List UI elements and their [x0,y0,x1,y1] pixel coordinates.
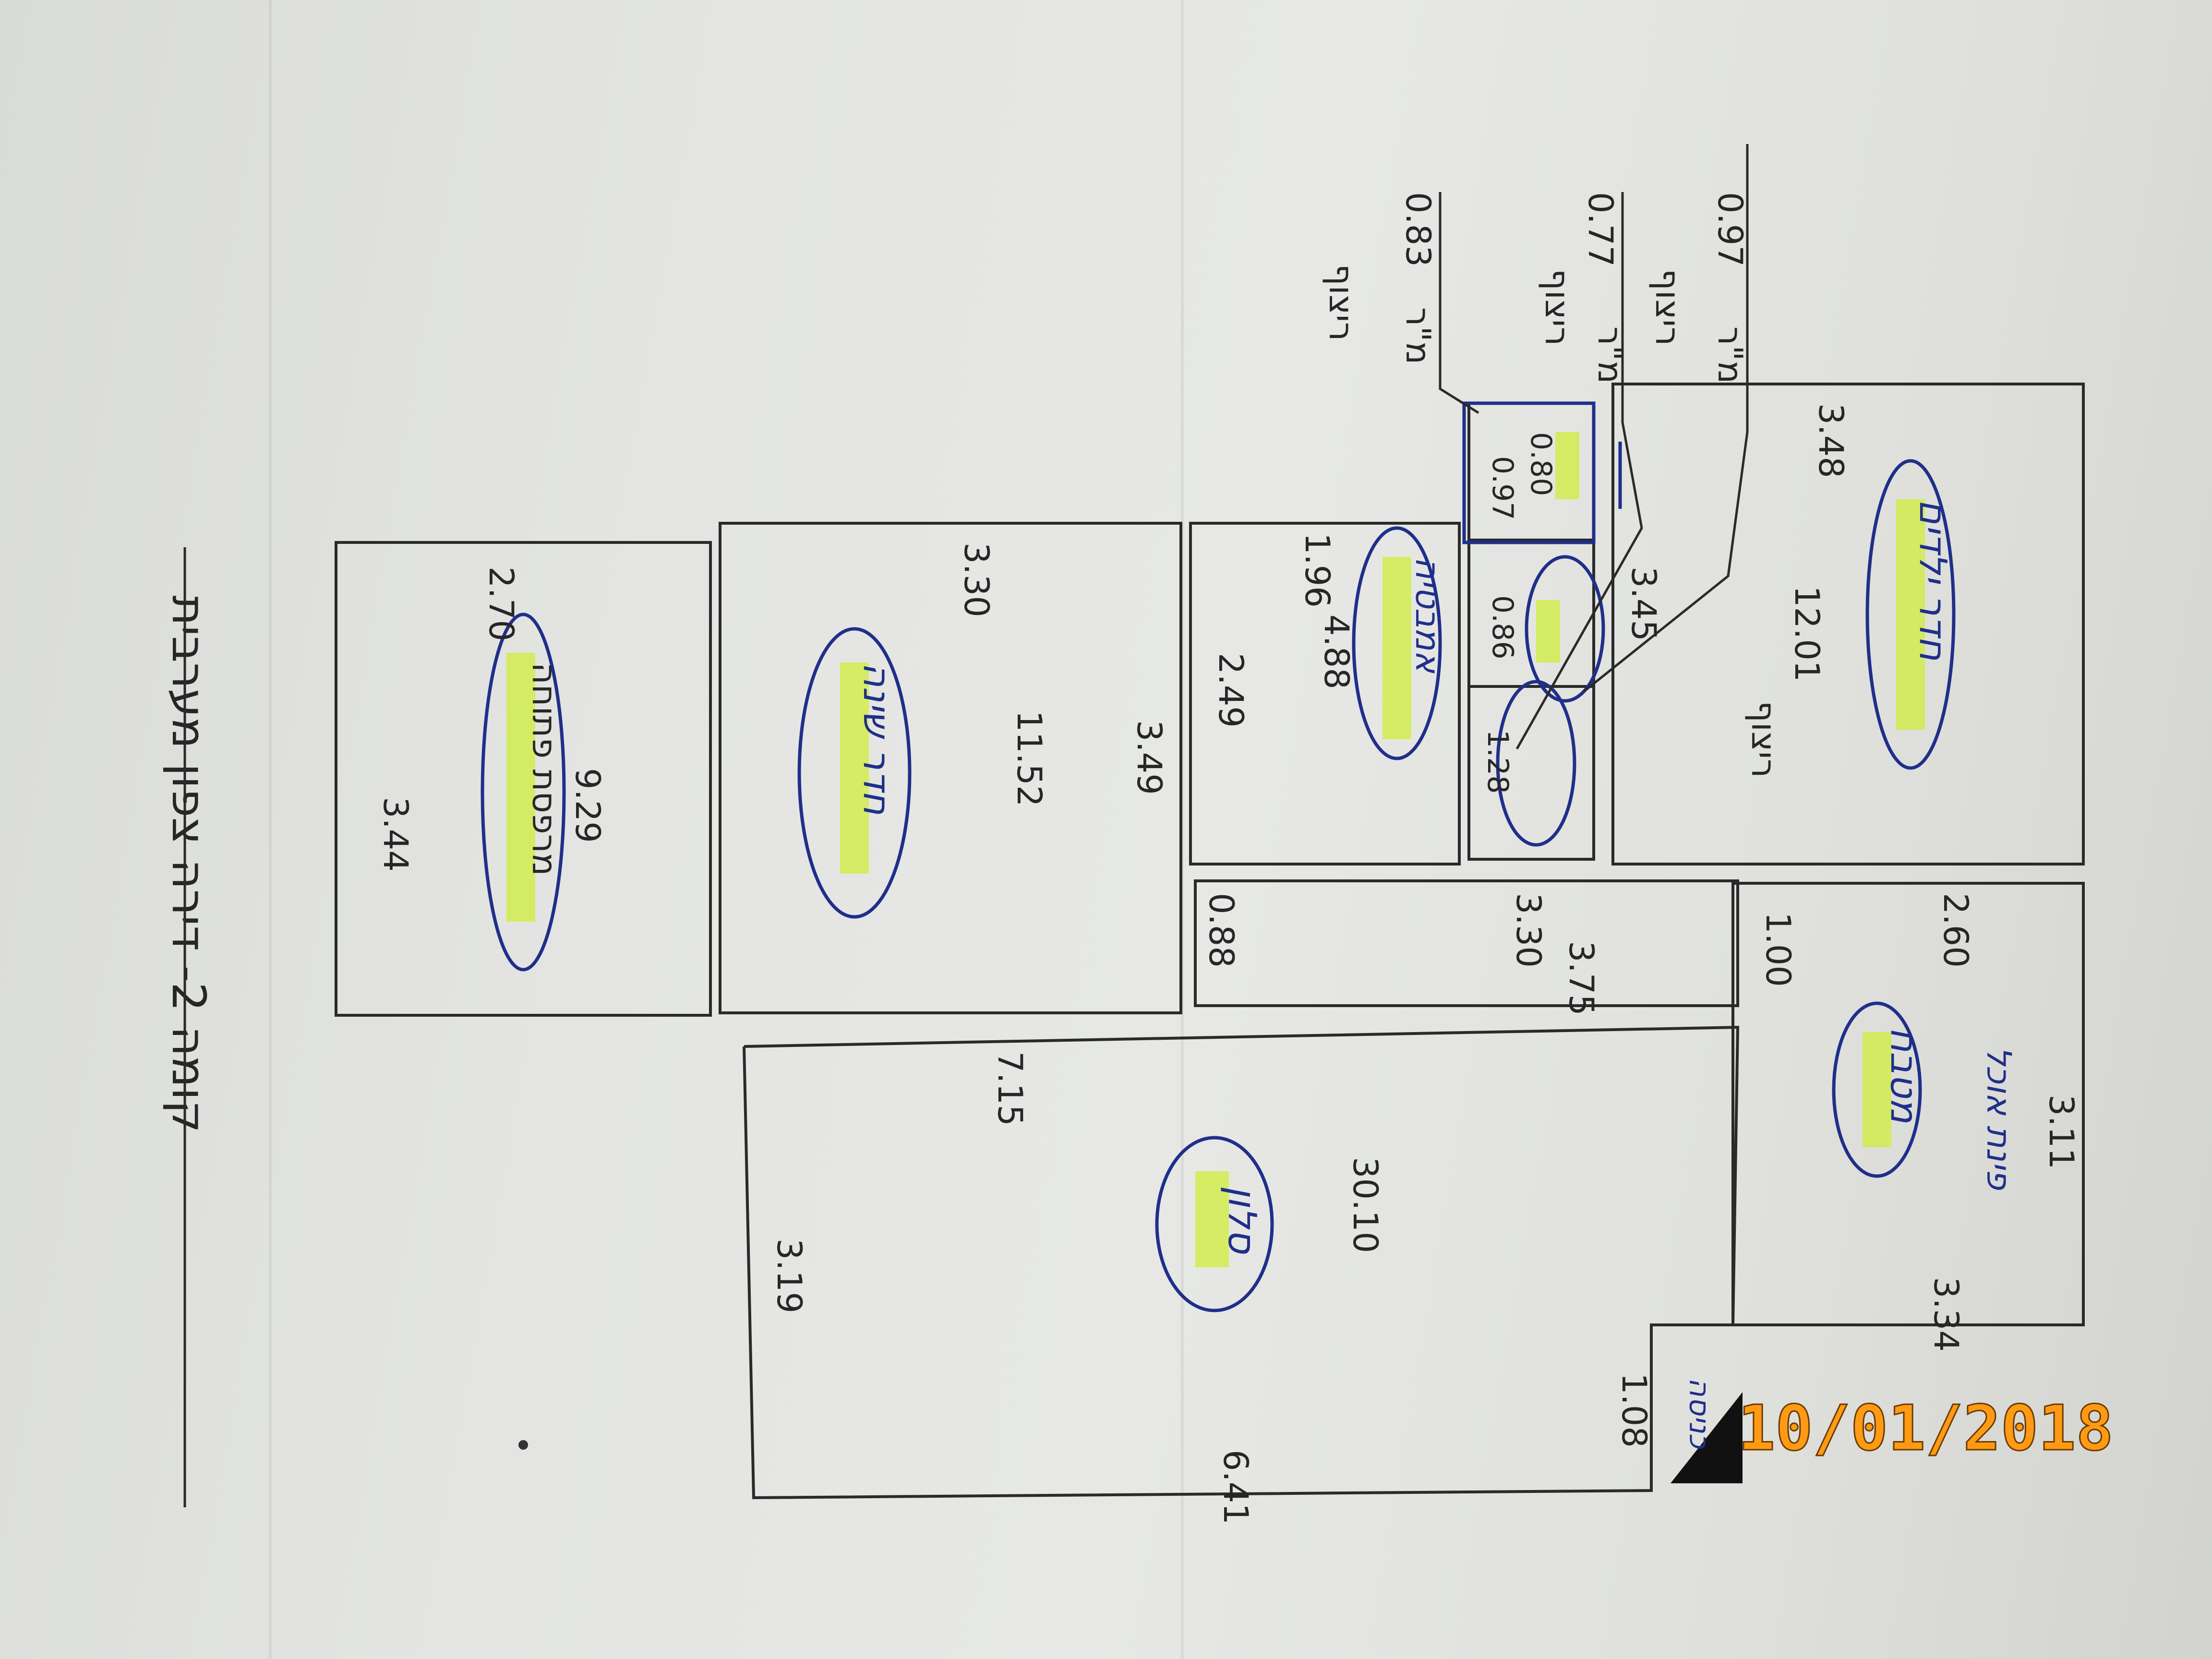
room-living: 7.15 3.19 6.41 1.08 סלון 30.10 [743,1025,1740,1525]
small1-area: 0.83 [1398,192,1438,267]
bathroom-name: אמבטיה [1408,557,1447,673]
small1-sqm: מ"ר [1398,307,1438,364]
bathroom-dim-b: 2.49 [1211,653,1250,728]
room-bedroom-kids: 3.48 12.01 ריצוף חדר ילדים [1611,383,2085,866]
room-small-cluster: 1.28 0.86 0.97 0.80 3.45 [1462,401,1663,861]
living-area: 30.10 [1346,1157,1385,1253]
bathroom-area: 4.88 [1317,614,1356,689]
small2-dim-a: 0.86 [1486,595,1519,660]
bathroom-dim-a: 1.96 [1298,533,1337,608]
kitchen-dim-c: 3.11 [2042,1094,2081,1169]
kitchen-dim-a: 2.60 [1936,893,1975,968]
room-bathroom: 1.96 2.49 4.88 אמבטיה [1189,522,1461,866]
small3-sqm: מ"ר [1710,326,1750,384]
bedroom2-area: 12.01 [1787,586,1827,682]
balcony-area: 9.29 [568,768,607,843]
kitchen-dim-b: 1.00 [1758,912,1798,987]
callouts: 0.83 ריצוף מ"ר 0.77 ריצוף מ"ר 0.97 ריצוף… [1322,144,1750,750]
bedroom1-dim-b: 3.49 [1130,720,1169,795]
bedroom1-dim-a: 3.30 [957,542,996,617]
small2-dim-c: 0.80 [1524,432,1558,496]
balcony-dim-b: 2.70 [481,566,521,641]
living-name: סלון [1220,1186,1264,1255]
balcony-name: מרפסת פתוחה [525,662,564,876]
corridor-length: 3.75 [1562,941,1601,1016]
room-bedroom-service: 3.30 3.49 חדר שינה 11.52 [719,522,1182,1014]
living-dim-d: 1.08 [1614,1373,1654,1448]
kitchen-name: מטבח [1882,1027,1925,1124]
plan-title: קומה 2- דירה צפון מערבית [162,595,216,1133]
entrance-label: כניסה [1683,1378,1716,1449]
small1-dim: 1.28 [1481,730,1515,794]
living-dim-c: 6.41 [1216,1450,1255,1525]
small2-floor: ריצוף [1538,269,1577,346]
corridor-width: 0.88 [1202,893,1241,968]
small3-floor: ריצוף [1648,269,1687,346]
small2-area: 0.77 [1581,192,1620,267]
small1-floor: ריצוף [1322,264,1361,341]
small2-dim-b: 0.97 [1486,456,1519,520]
room-corridor: 0.88 3.30 3.75 [1194,879,1739,1016]
bedroom2-dim-a: 3.48 [1811,403,1851,478]
small3-area: 0.97 [1710,192,1750,267]
paper-dot [518,1440,528,1450]
living-dim-b: 3.19 [769,1238,809,1313]
small2-sqm: מ"ר [1590,326,1630,384]
bedroom1-area: 11.52 [1010,710,1049,806]
kitchen-dim-d: 3.34 [1926,1277,1966,1352]
living-dim-a: 7.15 [990,1051,1030,1126]
bedroom2-floor: ריצוף [1744,701,1783,778]
date-stamp: 10/01/2018 [1738,1392,2114,1465]
room-balcony: 3.44 2.70 מרפסת פתוחה 9.29 [335,541,712,1017]
entrance-arrow: כניסה [1671,1378,1743,1483]
room-kitchen: 2.60 1.00 3.11 3.34 מטבח פינת אוכל [1731,882,2085,1352]
bedroom2-dim-b: 3.45 [1624,566,1663,641]
kitchen-note: פינת אוכל [1979,1046,2019,1191]
balcony-dim-a: 3.44 [376,797,415,872]
bedroom2-name: חדר ילדים [1911,499,1954,661]
corridor-area: 3.30 [1509,893,1548,968]
bedroom1-name: חדר שינה [855,662,898,815]
